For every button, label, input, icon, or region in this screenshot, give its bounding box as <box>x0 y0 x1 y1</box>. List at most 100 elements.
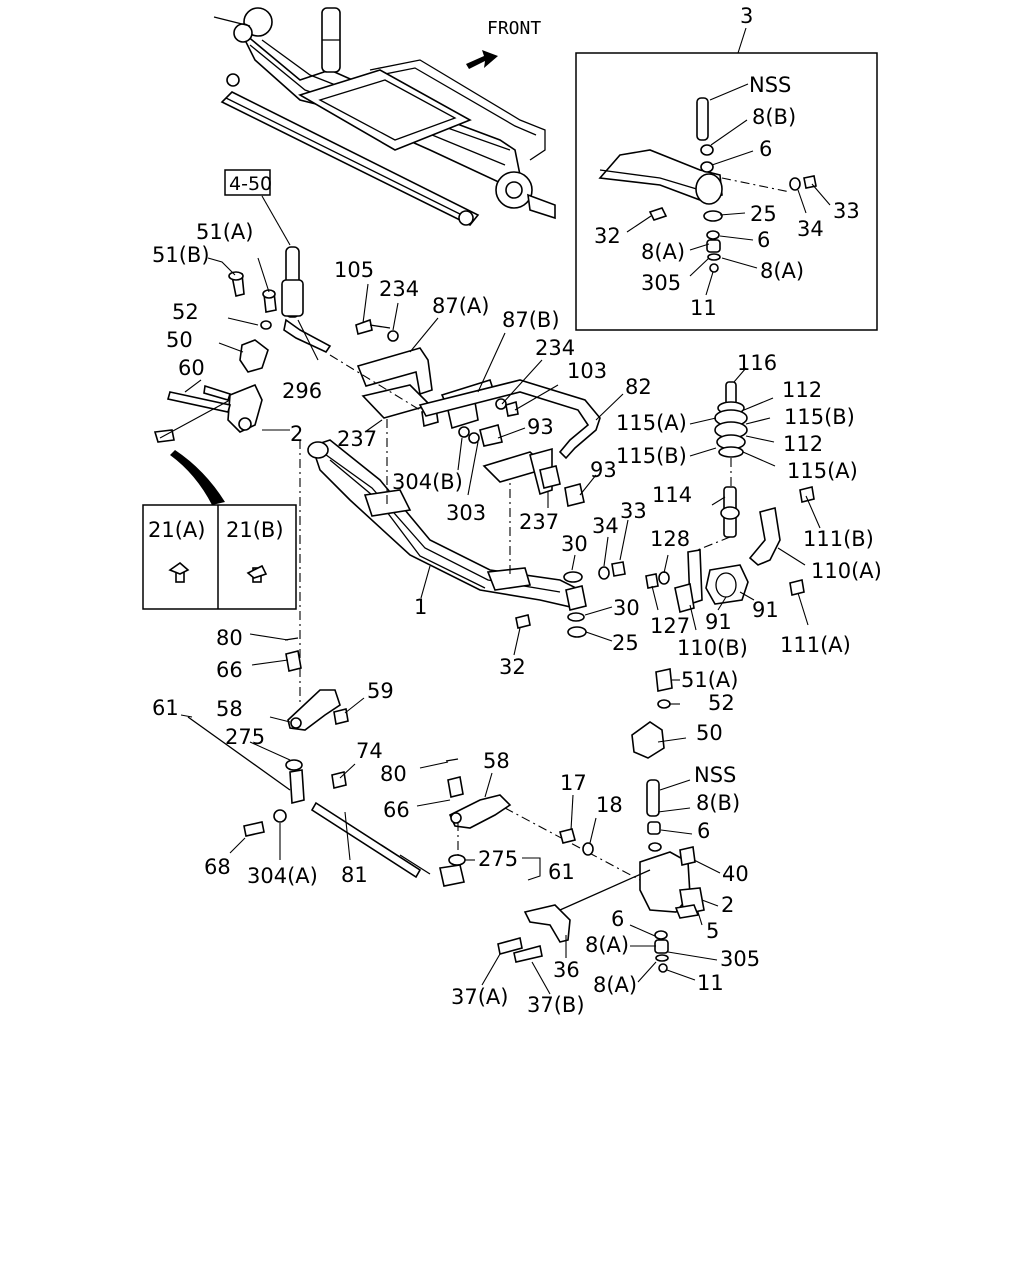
label-8b-inset: 8(B) <box>752 105 796 129</box>
label-52-bottom: 52 <box>708 691 735 715</box>
label-36: 36 <box>553 958 580 982</box>
label-58-a: 58 <box>216 697 243 721</box>
inset-panel: 3 NSS 8(B) 6 33 34 25 <box>575 4 878 331</box>
steering-linkage-left: 80 66 59 61 58 275 74 68 304(A) 81 <box>152 440 431 888</box>
label-nss-inset: NSS <box>749 73 791 97</box>
label-59: 59 <box>367 679 394 703</box>
label-66-b: 66 <box>383 798 410 822</box>
label-30-a: 30 <box>561 532 588 556</box>
label-305-inset: 305 <box>641 271 681 295</box>
label-87a: 87(A) <box>432 294 489 318</box>
reference-box: 4-50 <box>224 169 291 246</box>
inset-frame <box>575 52 878 331</box>
label-8a-inset-left: 8(A) <box>641 240 685 264</box>
label-51b-top: 51(B) <box>152 243 210 267</box>
grease-fitting-straight-icon <box>168 561 190 583</box>
label-275-a: 275 <box>225 725 265 749</box>
label-17: 17 <box>560 771 587 795</box>
grease-fitting-angled-icon <box>246 564 268 583</box>
label-8a-bottom-a: 8(A) <box>585 933 629 957</box>
label-93-b: 93 <box>590 458 617 482</box>
label-74: 74 <box>356 739 383 763</box>
label-8a-bottom-b: 8(A) <box>593 973 637 997</box>
stabilizer-link-group: 116 112 115(A) 115(B) 112 115(B) 115(A) … <box>616 351 882 660</box>
label-11-bottom: 11 <box>697 971 724 995</box>
label-304a: 304(A) <box>247 864 318 888</box>
left-upper-group: 51(A) 51(B) 52 50 60 2 296 <box>152 220 332 446</box>
inset-number: 3 <box>740 4 753 28</box>
label-25-mid: 25 <box>612 631 639 655</box>
label-114: 114 <box>652 483 692 507</box>
label-32-mid: 32 <box>499 655 526 679</box>
label-61-b: 61 <box>548 860 575 884</box>
label-81: 81 <box>341 863 368 887</box>
label-234-a: 234 <box>379 277 419 301</box>
label-32-inset: 32 <box>594 224 621 248</box>
label-6-inset-a: 6 <box>759 137 772 161</box>
label-50-top: 50 <box>166 328 193 352</box>
label-51a-bottom: 51(A) <box>681 668 738 692</box>
label-nss-bottom: NSS <box>694 763 736 787</box>
label-6-bottom-b: 6 <box>611 907 624 931</box>
label-115b-a: 115(B) <box>784 405 855 429</box>
label-91-b: 91 <box>705 610 732 634</box>
label-80-b: 80 <box>380 762 407 786</box>
label-60: 60 <box>178 356 205 380</box>
label-128: 128 <box>650 527 690 551</box>
label-2-bottom: 2 <box>721 893 734 917</box>
front-arrow-icon <box>466 50 498 69</box>
label-303: 303 <box>446 501 486 525</box>
label-305-bottom: 305 <box>720 947 760 971</box>
label-115b-b: 115(B) <box>616 444 687 468</box>
label-8b-bottom: 8(B) <box>696 791 740 815</box>
axle-end-right: 30 34 33 30 25 32 <box>499 499 647 679</box>
label-237-b: 237 <box>519 510 559 534</box>
label-112-b: 112 <box>783 432 823 456</box>
label-87b: 87(B) <box>502 308 560 332</box>
front-axle-beam <box>307 400 581 609</box>
label-237-a: 237 <box>337 427 377 451</box>
ref-box-label: 4-50 <box>229 173 272 195</box>
label-6-bottom-a: 6 <box>697 819 710 843</box>
label-33-inset: 33 <box>833 199 860 223</box>
label-234-b: 234 <box>535 336 575 360</box>
label-111a: 111(A) <box>780 633 851 657</box>
label-66-a: 66 <box>216 658 243 682</box>
label-61-a: 61 <box>152 696 179 720</box>
fitting-21b-label: 21(B) <box>226 518 284 542</box>
label-51a-top: 51(A) <box>196 220 253 244</box>
label-2-top: 2 <box>290 422 303 446</box>
label-8a-inset-right: 8(A) <box>760 259 804 283</box>
label-82: 82 <box>625 375 652 399</box>
label-80-a: 80 <box>216 626 243 650</box>
label-127: 127 <box>650 614 690 638</box>
label-40: 40 <box>722 862 749 886</box>
label-296: 296 <box>282 379 322 403</box>
label-25-inset: 25 <box>750 202 777 226</box>
steering-linkage-center: 80 58 66 275 61 <box>380 749 641 887</box>
label-115a-a: 115(A) <box>616 411 687 435</box>
label-33-mid: 33 <box>620 499 647 523</box>
label-5: 5 <box>706 919 719 943</box>
front-direction-indicator: FRONT <box>466 18 541 69</box>
label-37a: 37(A) <box>451 985 508 1009</box>
label-275-b: 275 <box>478 847 518 871</box>
front-label: FRONT <box>487 18 541 39</box>
stabilizer-brackets: 105 234 87(A) 87(B) 234 103 82 93 237 30… <box>329 258 652 619</box>
label-116: 116 <box>737 351 777 375</box>
overview-chassis-drawing <box>213 7 556 227</box>
label-1: 1 <box>414 595 427 619</box>
label-68: 68 <box>204 855 231 879</box>
label-50-bottom: 50 <box>696 721 723 745</box>
label-112-a: 112 <box>782 378 822 402</box>
label-18: 18 <box>596 793 623 817</box>
label-6-inset-b: 6 <box>757 228 770 252</box>
fitting-21a-label: 21(A) <box>148 518 205 542</box>
fitting-box <box>142 504 297 610</box>
label-115a-b: 115(A) <box>787 459 858 483</box>
label-34-mid: 34 <box>592 514 619 538</box>
label-105: 105 <box>334 258 374 282</box>
label-58-b: 58 <box>483 749 510 773</box>
